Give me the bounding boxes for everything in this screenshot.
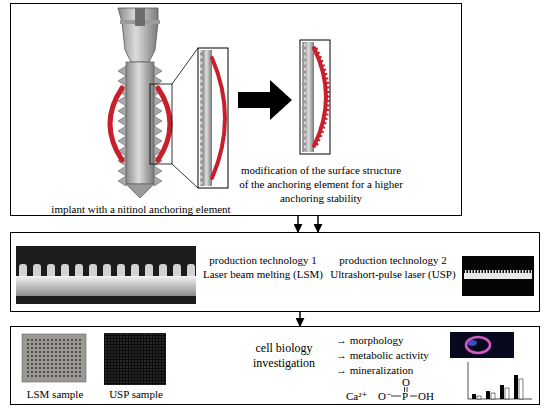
node-text: → mineralization [336, 363, 456, 377]
flow-arrow [297, 216, 299, 232]
lsm-sample-grid [26, 338, 82, 378]
usp-image [462, 256, 534, 296]
node-text: production technology 1 Laser beam melti… [199, 253, 327, 281]
chart-bar [472, 394, 476, 399]
nitinol-element [110, 88, 122, 160]
chart-axis [468, 362, 532, 399]
lsm-teeth [16, 262, 196, 278]
lsm-bar [16, 276, 196, 296]
lsm-image [16, 246, 196, 304]
usp-bar [464, 273, 532, 279]
zoom-line [172, 48, 198, 188]
flow-arrow [299, 312, 301, 326]
usp-sample-photo [104, 333, 166, 385]
chart-bar [486, 391, 490, 399]
node-text: → metabolic activity [336, 348, 456, 362]
nitinol-element [314, 48, 326, 146]
chem-label: Ca²⁺ [346, 390, 367, 402]
node-text: implant with a nitinol anchoring element [41, 202, 241, 216]
screw-tip [126, 184, 154, 198]
chart-bar [519, 379, 523, 399]
zoom-frame [150, 84, 172, 164]
nitinol-element [158, 88, 170, 160]
node-text: cell biology investigation [249, 341, 319, 371]
chart-bar [491, 393, 495, 399]
panel-box: production technology 1 Laser beam melti… [10, 232, 540, 312]
chem-label: O [402, 376, 410, 388]
surface-structure [316, 48, 329, 146]
chart-bar [477, 396, 481, 399]
block-arrow [238, 80, 292, 120]
chem-label: O⁻ [378, 390, 392, 402]
flow-arrow [317, 216, 319, 232]
cell-nucleus [467, 340, 477, 346]
chart-bar [505, 388, 509, 399]
fluorescence-image [450, 332, 514, 358]
detail-inset [198, 48, 228, 188]
nitinol-element [212, 58, 225, 178]
screw-slot [135, 8, 145, 26]
node-text: → morphology [336, 333, 456, 347]
panel-box: implant with a nitinol anchoring element… [10, 3, 462, 216]
usp-ridges [464, 270, 532, 273]
chart-bar [514, 375, 518, 399]
chem-label: P [402, 390, 408, 402]
detail-inset [300, 40, 330, 154]
panel-box: LSM sampleUSP sample cell biology investi… [10, 326, 540, 405]
detail-thread [200, 50, 204, 186]
screw-head [118, 8, 158, 62]
detail-thread [302, 42, 306, 152]
node-text: modification of the surface structure of… [236, 163, 406, 205]
screw-thread [118, 66, 126, 186]
lsm-sample-photo [22, 334, 86, 382]
node-text: production technology 2 Ultrashort-pulse… [327, 253, 459, 281]
chem-label: OH [418, 390, 434, 402]
chart-bar [500, 385, 504, 399]
node-text: USP sample [96, 387, 176, 401]
cell-outline [466, 337, 490, 353]
node-text: LSM sample [15, 387, 95, 401]
